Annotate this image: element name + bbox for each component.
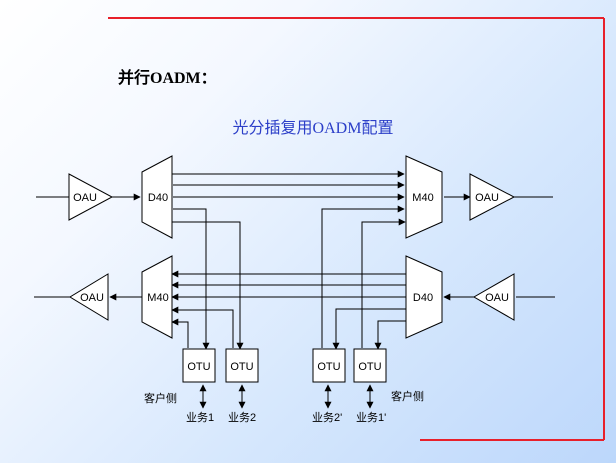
oau-bottom-left: OAU [69, 273, 109, 321]
service-1p-label: 业务1' [356, 411, 386, 424]
oau-top-left: OAU [68, 173, 114, 221]
client-side-right-label: 客户侧 [391, 389, 424, 403]
m40-top-shape [405, 155, 443, 239]
otu-4-box [353, 348, 387, 383]
oau-bottom-left-label: OAU [80, 292, 104, 304]
otu-1-box [182, 348, 216, 383]
connection-lines [34, 170, 555, 409]
oau-top-right-label: OAU [475, 192, 499, 204]
add-otu1-to-bottom-m40 [171, 318, 189, 348]
m40-top: M40 [405, 155, 443, 239]
drop-bottom-d40-to-otu3 [332, 308, 407, 350]
d40-bottom-shape [405, 255, 443, 339]
d40-top-label: D40 [148, 192, 168, 204]
diagram-title: 光分插复用OADM配置 [232, 120, 394, 137]
otu-3: OTU [312, 348, 346, 383]
d40-bottom: D40 [405, 255, 443, 339]
oau-bottom-right: OAU [472, 273, 515, 321]
otu-1: OTU [182, 348, 216, 383]
otu-4: OTU [353, 348, 387, 383]
oau-top-left-shape [68, 173, 114, 221]
add-otu4-to-top-m40 [361, 218, 406, 348]
m40-bottom-shape [141, 255, 173, 339]
service-2-label: 业务2 [228, 411, 256, 424]
d40-top: D40 [141, 155, 173, 239]
page-heading: 并行OADM： [118, 70, 217, 87]
oau-bottom-right-shape [472, 273, 515, 321]
oau-top-right: OAU [469, 173, 516, 221]
oau-bottom-right-label: OAU [485, 292, 509, 304]
service-2p-label: 业务2' [312, 411, 342, 424]
oau-bottom-left-shape [69, 273, 109, 321]
drop-top-d40-to-otu2 [172, 221, 244, 350]
otu-2-box [225, 348, 259, 383]
client-side-left-label: 客户侧 [144, 391, 177, 405]
add-otu3-to-top-m40 [321, 205, 405, 348]
m40-bottom-label: M40 [147, 292, 168, 304]
oau-top-left-label: OAU [73, 192, 97, 204]
d40-top-shape [141, 155, 173, 239]
drop-bottom-d40-to-otu4 [374, 320, 406, 350]
oau-top-right-shape [469, 173, 516, 221]
m40-bottom: M40 [141, 255, 173, 339]
otu-2-label: OTU [230, 361, 253, 373]
add-otu2-to-bottom-m40 [171, 306, 234, 348]
drop-top-d40-to-otu1 [173, 208, 210, 350]
otu-1-label: OTU [187, 361, 210, 373]
otu-4-label: OTU [358, 361, 381, 373]
m40-top-label: M40 [412, 192, 433, 204]
otu-3-box [312, 348, 346, 383]
d40-bottom-label: D40 [413, 292, 433, 304]
service-1-label: 业务1 [186, 411, 214, 424]
otu-3-label: OTU [317, 361, 340, 373]
otu-2: OTU [225, 348, 259, 383]
